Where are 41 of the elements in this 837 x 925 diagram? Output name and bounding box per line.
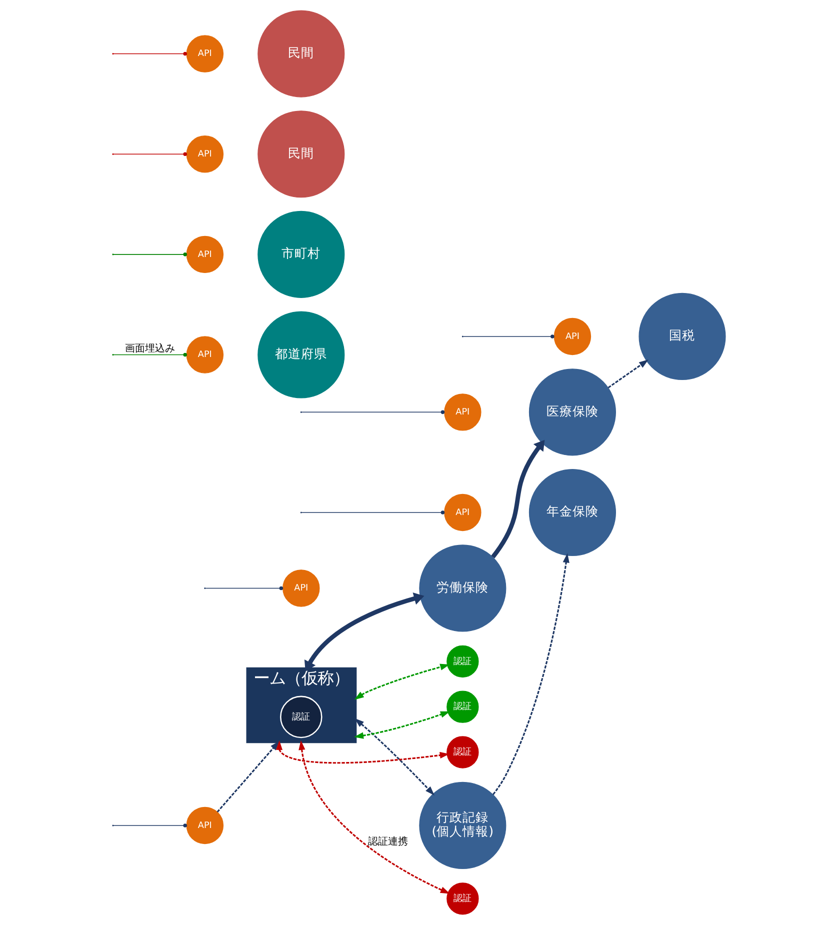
node-circle: 認証 (280, 696, 322, 738)
node-circle: API (186, 136, 224, 173)
node-circle: 認証 (446, 882, 478, 915)
node-circle: API (186, 336, 224, 374)
node-circle: API (186, 35, 224, 72)
node-circle: 認証 (446, 690, 478, 723)
connector (300, 412, 441, 413)
node-circle: 労働保険 (418, 544, 506, 632)
node-circle: 認証 (446, 645, 478, 678)
node-circle: API (186, 236, 224, 274)
node-circle: 年金保険 (528, 468, 616, 556)
node-circle: API (186, 806, 224, 844)
arrow (354, 664, 450, 700)
node-circle: API (444, 494, 481, 532)
node-circle: API (553, 318, 591, 356)
node-circle: API (444, 394, 481, 431)
connector (112, 53, 184, 54)
arrow (607, 360, 648, 388)
node-circle: 行政記録 (個人情報) (418, 782, 506, 869)
arrow (304, 592, 424, 672)
connector (300, 512, 441, 513)
connector (204, 588, 280, 589)
node-circle: 認証 (446, 736, 478, 768)
arrow (298, 740, 450, 894)
node-circle: 民間 (257, 10, 344, 98)
arrow (275, 740, 449, 764)
arrow (492, 553, 569, 795)
connector (112, 254, 184, 255)
arrow (490, 440, 544, 558)
arrow (354, 718, 434, 796)
edge-label: 画面埋込み (124, 343, 175, 354)
connector (112, 354, 184, 356)
node-circle: API (282, 570, 320, 607)
node-circle: 民間 (257, 110, 344, 198)
edge-label: 認証連携 (367, 836, 408, 848)
node-circle: 都道府県 (257, 311, 344, 398)
node-circle: 医療保険 (528, 368, 616, 456)
arrow (216, 741, 279, 812)
arrow (354, 711, 450, 739)
node-circle: 市町村 (257, 210, 344, 298)
connector (462, 336, 551, 337)
